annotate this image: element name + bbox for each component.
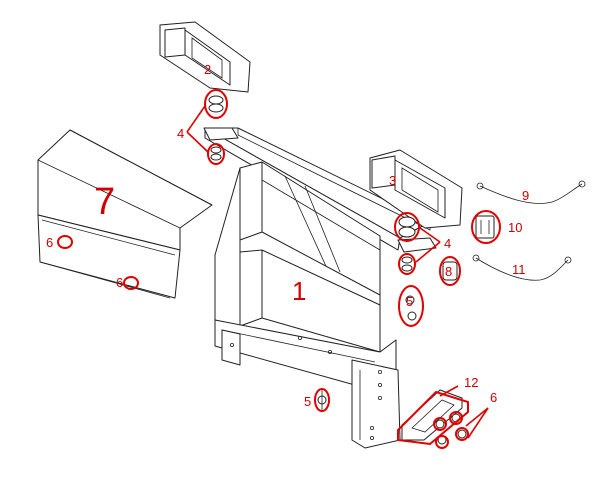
callout-9-label: 9 (522, 188, 529, 203)
callout-7-label: 7 (94, 181, 115, 223)
callout-6-lower-label: 6 (490, 390, 497, 405)
callout-circle-upper-washers (207, 143, 225, 165)
upper-lamp-housing-part (159, 21, 251, 93)
leader-4-upper-a (186, 105, 206, 133)
callout-5-single-bolt-label: 5 (304, 394, 311, 409)
right-lamp-housing-part (369, 149, 463, 229)
callout-11-label: 11 (512, 262, 526, 277)
callout-5-bolt-pair-label: 5 (406, 294, 413, 309)
single-bolt (317, 390, 327, 410)
leader-4-lower-b (415, 241, 441, 263)
callout-circle-lower-bushings (394, 212, 420, 242)
leader-6-lower-b (467, 407, 489, 439)
callout-circle-nut-middle (123, 276, 139, 290)
cable-lower-part (472, 254, 572, 281)
upper-bushing-stack (203, 95, 239, 161)
callout-circle-nut-4 (435, 435, 449, 449)
callout-2-label: 2 (204, 62, 211, 77)
callout-circle-nut-left (57, 235, 73, 249)
callout-circle-nut-3 (455, 427, 469, 441)
callout-circle-nut-1 (433, 417, 447, 431)
leader-6-lower-a (465, 407, 489, 427)
connector-part (475, 215, 495, 239)
callout-circle-clip (439, 256, 461, 286)
callout-4-upper-label: 4 (177, 126, 184, 141)
callout-1-label: 1 (292, 276, 306, 306)
callout-8-label: 8 (445, 264, 452, 279)
callout-6-middle-label: 6 (116, 275, 123, 290)
callout-3-label: 3 (389, 173, 396, 188)
callout-12-label: 12 (464, 375, 478, 390)
leader-4-lower-a (419, 227, 441, 243)
cover-panel-part (37, 129, 213, 299)
bolt-pair (405, 295, 417, 321)
main-frame-part (204, 127, 431, 449)
callout-circle-connector (471, 210, 501, 244)
callout-outline-reflector (397, 390, 469, 446)
callout-circle-bolt-pair (398, 285, 424, 327)
callout-circle-upper-bushings (204, 89, 228, 119)
callout-circle-single-bolt (314, 388, 330, 412)
callout-circle-nut-2 (449, 411, 463, 425)
callout-6-left-label: 6 (46, 235, 53, 250)
cable-upper-part (476, 180, 586, 204)
clip-part (442, 261, 458, 281)
callout-4-lower-label: 4 (444, 236, 451, 251)
callout-10-label: 10 (508, 220, 522, 235)
callout-circle-lower-washers (398, 253, 416, 275)
leader-4-upper-b (186, 131, 209, 153)
leader-12 (439, 385, 459, 397)
